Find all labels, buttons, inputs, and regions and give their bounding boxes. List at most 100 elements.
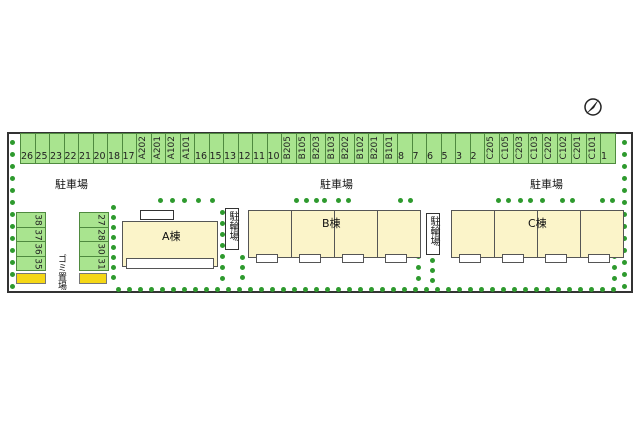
shrub-dot bbox=[127, 287, 132, 292]
shrub-dot bbox=[622, 224, 627, 229]
shrub-dot bbox=[304, 198, 309, 203]
shrub-dot bbox=[325, 287, 330, 292]
parking-stall-label: B202 bbox=[341, 136, 351, 160]
parking-stall-label: C101 bbox=[587, 136, 598, 160]
shrub-dot bbox=[622, 152, 627, 157]
parking-stall-label: B105 bbox=[297, 136, 308, 160]
shrub-dot bbox=[10, 164, 15, 169]
shrub-dot bbox=[435, 287, 440, 292]
shrub-dot bbox=[303, 287, 308, 292]
shrub-dot bbox=[220, 276, 225, 281]
shrub-dot bbox=[402, 287, 407, 292]
building-unit bbox=[451, 210, 495, 258]
shrub-dot bbox=[622, 284, 627, 289]
parking-stall-label: 12 bbox=[238, 151, 251, 162]
shrub-dot bbox=[160, 287, 165, 292]
parking-stall-label: B203 bbox=[312, 136, 322, 160]
shrub-dot bbox=[556, 287, 561, 292]
shrub-dot bbox=[149, 287, 154, 292]
shrub-dot bbox=[204, 287, 209, 292]
parking-stall-label: 30 bbox=[95, 243, 106, 255]
unit-balcony bbox=[545, 254, 567, 263]
shrub-dot bbox=[220, 210, 225, 215]
shrub-dot bbox=[518, 198, 523, 203]
shrub-dot bbox=[292, 287, 297, 292]
parking-stall-label: 7 bbox=[412, 151, 419, 162]
shrub-dot bbox=[314, 287, 319, 292]
shrub-dot bbox=[501, 287, 506, 292]
shrub-dot bbox=[622, 248, 627, 253]
parking-stall-label: A102 bbox=[167, 136, 177, 160]
bike-parking-1 bbox=[225, 208, 239, 250]
shrub-dot bbox=[416, 276, 421, 281]
building-unit bbox=[248, 210, 292, 258]
unit-balcony bbox=[459, 254, 481, 263]
shrub-dot bbox=[220, 232, 225, 237]
parking-stall bbox=[600, 133, 616, 164]
unit-balcony bbox=[588, 254, 610, 263]
shrub-dot bbox=[10, 212, 15, 217]
parking-stall-label: B201 bbox=[370, 136, 380, 160]
parking-stall-label: C205 bbox=[486, 136, 496, 160]
shrub-dot bbox=[540, 198, 545, 203]
unit-balcony bbox=[502, 254, 524, 263]
parking-stall-label: C201 bbox=[573, 136, 583, 160]
shrub-dot bbox=[408, 198, 413, 203]
shrub-dot bbox=[215, 287, 220, 292]
shrub-dot bbox=[182, 287, 187, 292]
parking-stall-label: 28 bbox=[95, 228, 106, 241]
building-a-balcony bbox=[126, 258, 214, 269]
shrub-dot bbox=[111, 235, 116, 240]
shrub-dot bbox=[111, 205, 116, 210]
shrub-dot bbox=[210, 198, 215, 203]
shrub-dot bbox=[416, 265, 421, 270]
parking-stall-label: 27 bbox=[95, 214, 106, 226]
shrub-dot bbox=[534, 287, 539, 292]
shrub-dot bbox=[240, 255, 245, 260]
parking-stall bbox=[79, 255, 109, 271]
parking-stall bbox=[16, 255, 46, 271]
shrub-dot bbox=[600, 198, 605, 203]
parking-stall-label: 10 bbox=[267, 151, 280, 162]
parking-stall-label: 1 bbox=[601, 151, 608, 162]
shrub-dot bbox=[622, 236, 627, 241]
shrub-dot bbox=[430, 258, 435, 263]
shrub-dot bbox=[248, 287, 253, 292]
parking-label-right: 駐車場 bbox=[530, 178, 563, 191]
shrub-dot bbox=[424, 287, 429, 292]
shrub-dot bbox=[468, 287, 473, 292]
parking-stall-label: A101 bbox=[181, 136, 192, 160]
garbage-area-left bbox=[16, 273, 46, 284]
shrub-dot bbox=[622, 140, 627, 145]
parking-stall-label: 15 bbox=[209, 151, 222, 162]
parking-stall-label: 21 bbox=[79, 151, 92, 162]
shrub-dot bbox=[116, 287, 121, 292]
shrub-dot bbox=[512, 287, 517, 292]
shrub-dot bbox=[10, 188, 15, 193]
shrub-dot bbox=[347, 287, 352, 292]
shrub-dot bbox=[528, 198, 533, 203]
shrub-dot bbox=[479, 287, 484, 292]
parking-stall-label: B102 bbox=[355, 136, 366, 160]
shrub-dot bbox=[111, 265, 116, 270]
parking-stall-label: 2 bbox=[470, 151, 477, 162]
parking-stall-label: C105 bbox=[500, 136, 511, 160]
parking-stall-label: B101 bbox=[384, 136, 395, 160]
shrub-dot bbox=[281, 287, 286, 292]
shrub-dot bbox=[220, 221, 225, 226]
shrub-dot bbox=[10, 140, 15, 145]
parking-stall-label: 38 bbox=[32, 214, 43, 226]
shrub-dot bbox=[240, 265, 245, 270]
shrub-dot bbox=[622, 164, 627, 169]
shrub-dot bbox=[506, 198, 511, 203]
parking-label-left: 駐車場 bbox=[55, 178, 88, 191]
shrub-dot bbox=[294, 198, 299, 203]
shrub-dot bbox=[226, 287, 231, 292]
unit-balcony bbox=[342, 254, 364, 263]
shrub-dot bbox=[158, 198, 163, 203]
shrub-dot bbox=[111, 215, 116, 220]
shrub-dot bbox=[446, 287, 451, 292]
parking-label-center: 駐車場 bbox=[320, 178, 353, 191]
garbage-area-right bbox=[79, 273, 107, 284]
unit-balcony bbox=[385, 254, 407, 263]
